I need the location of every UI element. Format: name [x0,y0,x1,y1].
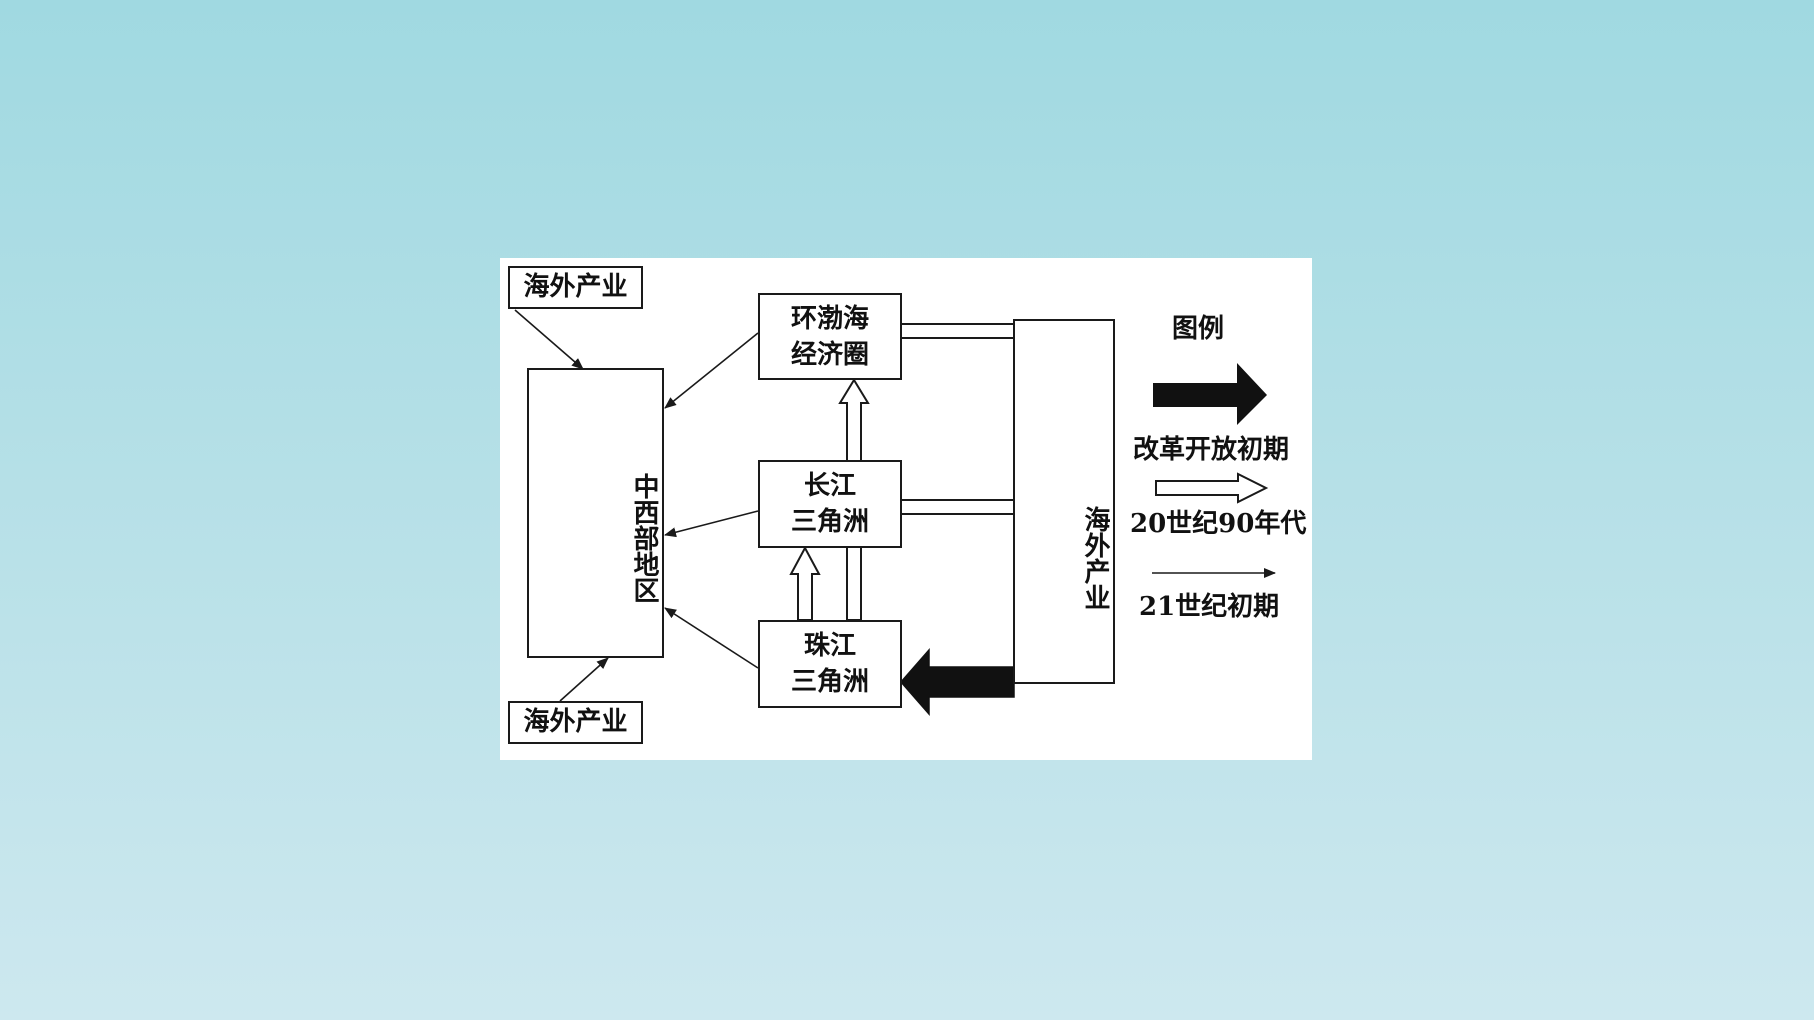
legend-label-reform-opening: 改革开放初期 [1133,435,1290,465]
legend-hollow-arrow [1155,472,1269,504]
pearl-delta-box: 珠江 三角洲 [758,620,902,708]
legend-title: 图例 [1172,314,1225,344]
arrow-bohai-to-central [664,332,759,409]
arrow-pearl-to-central [664,607,759,669]
overseas-industry-top-label: 海外产业 [523,272,628,302]
central-west-region-box: 中西部地区 [527,368,664,658]
overseas-industry-bottom-box: 海外产业 [508,701,643,744]
yangtze-line-2: 三角洲 [790,507,869,537]
yangtze-delta-box: 长江 三角洲 [758,460,902,548]
legend-thick-black-arrow [1153,363,1267,425]
bohai-line-1: 环渤海 [790,304,869,334]
legend-label-early-21st: 21世纪初期 [1139,592,1280,622]
overseas-industry-bottom-label: 海外产业 [523,707,628,737]
legend-label-1990s: 20世纪90年代 [1130,509,1307,539]
yangtze-line-1: 长江 [803,471,856,501]
diagram-panel: 海外产业 海外产业 中西部地区 环渤海 经济圈 长江 三角洲 珠江 三角洲 海外… [500,258,1312,760]
black-arrow-overseas-to-pearl [900,648,1015,716]
overseas-industry-right-box: 海外产业 [1013,319,1115,684]
arrow-overseas-bottom-to-central [559,657,609,702]
overseas-industry-right-label: 海外产业 [1080,505,1110,610]
pearl-line-2: 三角洲 [790,667,869,697]
arrow-yangtze-to-central [664,510,759,538]
arrow-layer [514,309,1276,716]
hollow-arrow-pearl-to-yangtze [789,545,821,621]
bohai-economic-rim-box: 环渤海 经济圈 [758,293,902,380]
pearl-line-1: 珠江 [803,631,856,661]
bohai-line-2: 经济圈 [790,340,869,370]
arrow-overseas-top-to-central [514,309,584,370]
overseas-industry-top-box: 海外产业 [508,266,643,309]
central-west-region-label: 中西部地区 [629,473,659,603]
